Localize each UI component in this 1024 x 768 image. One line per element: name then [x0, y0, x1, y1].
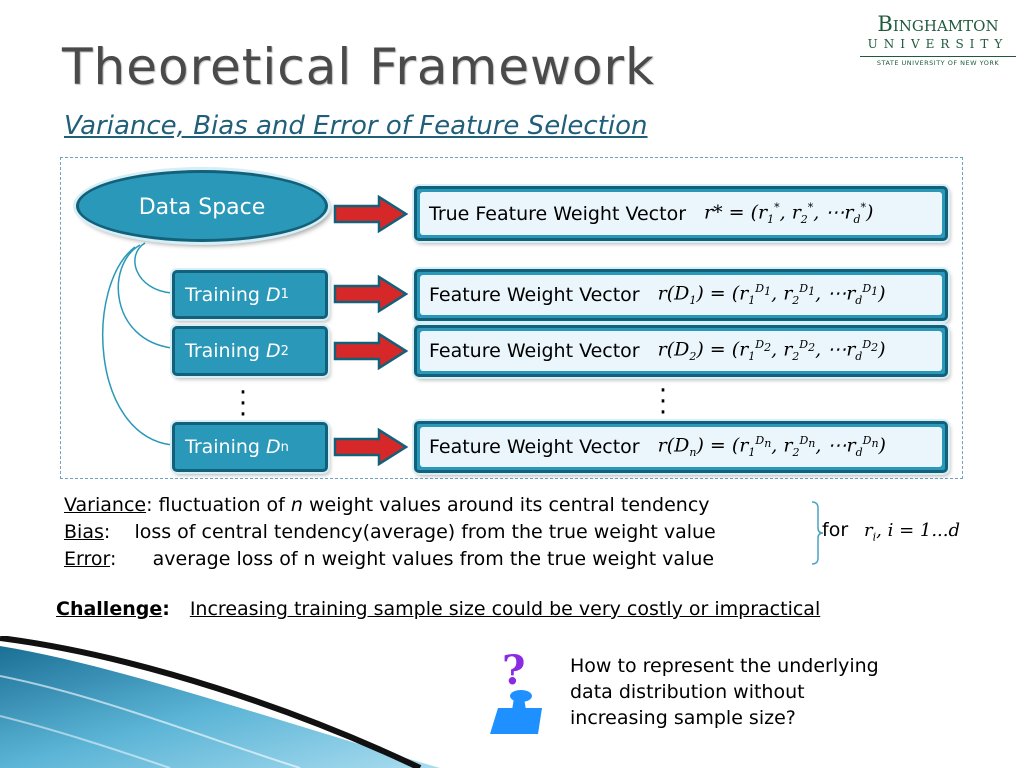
true-weight-vector-label: True Feature Weight Vector — [429, 202, 687, 225]
weight-vector-label-1: Feature Weight Vector — [429, 284, 640, 306]
diagram-frame — [60, 157, 963, 479]
page-title: Theoretical Framework — [62, 38, 655, 96]
weight-vector-box-1: Feature Weight Vector r(D1) = (r1D1, r2D… — [414, 269, 948, 321]
data-space-node: Data Space — [76, 170, 328, 242]
data-space-label: Data Space — [138, 195, 266, 220]
weight-vector-box-2: Feature Weight Vector r(D2) = (r1D2, r2D… — [414, 325, 948, 377]
true-weight-vector-box: True Feature Weight Vector r* = (r1*, r2… — [414, 186, 948, 241]
arrow-icon — [333, 274, 409, 314]
university-logo: Binghamton UNIVERSITY STATE UNIVERSITY O… — [860, 12, 1016, 67]
logo-line3: STATE UNIVERSITY OF NEW YORK — [860, 56, 1016, 67]
decorative-wave — [0, 636, 440, 768]
arrow-icon — [333, 331, 409, 371]
weight-vector-label-n: Feature Weight Vector — [429, 436, 640, 458]
weight-vector-label-2: Feature Weight Vector — [429, 340, 640, 362]
weight-formula-2: r(D2) = (r1D2, r2D2, ⋯rdD2) — [657, 338, 886, 364]
challenge-line: Challenge:Increasing training sample siz… — [56, 598, 821, 620]
question-person-icon: ? — [490, 648, 542, 734]
weight-formula-1: r(D1) = (r1D1, r2D1, ⋯rdD1) — [657, 282, 886, 308]
weight-vector-box-n: Feature Weight Vector r(Dn) = (r1Dn, r2D… — [414, 421, 948, 473]
ellipsis-dots: ··· — [658, 376, 668, 428]
definition-bias: Bias: loss of central tendency(average) … — [64, 521, 716, 543]
weight-formula-n: r(Dn) = (r1Dn, r2Dn, ⋯rdDn) — [657, 434, 886, 460]
for-math: ri, i = 1...d — [864, 520, 961, 544]
question-text: How to represent the underlying data dis… — [570, 655, 879, 729]
brace-icon — [811, 501, 824, 565]
arrow-icon — [333, 194, 409, 234]
definition-error: Error: average loss of n weight values f… — [64, 548, 715, 570]
logo-line1: Binghamton — [877, 12, 999, 36]
logo-line2: UNIVERSITY — [867, 37, 1009, 51]
svg-text:?: ? — [502, 648, 525, 694]
ellipsis-dots: ··· — [238, 378, 248, 430]
connector-curves — [102, 242, 179, 449]
for-label: for — [822, 519, 849, 541]
definition-variance: Variance: fluctuation of n weight values… — [64, 494, 710, 516]
arrow-icon — [333, 427, 409, 467]
page-subtitle: Variance, Bias and Error of Feature Sele… — [64, 111, 648, 141]
true-weight-formula: r* = (r1*, r2*, ⋯rd*) — [704, 200, 874, 227]
